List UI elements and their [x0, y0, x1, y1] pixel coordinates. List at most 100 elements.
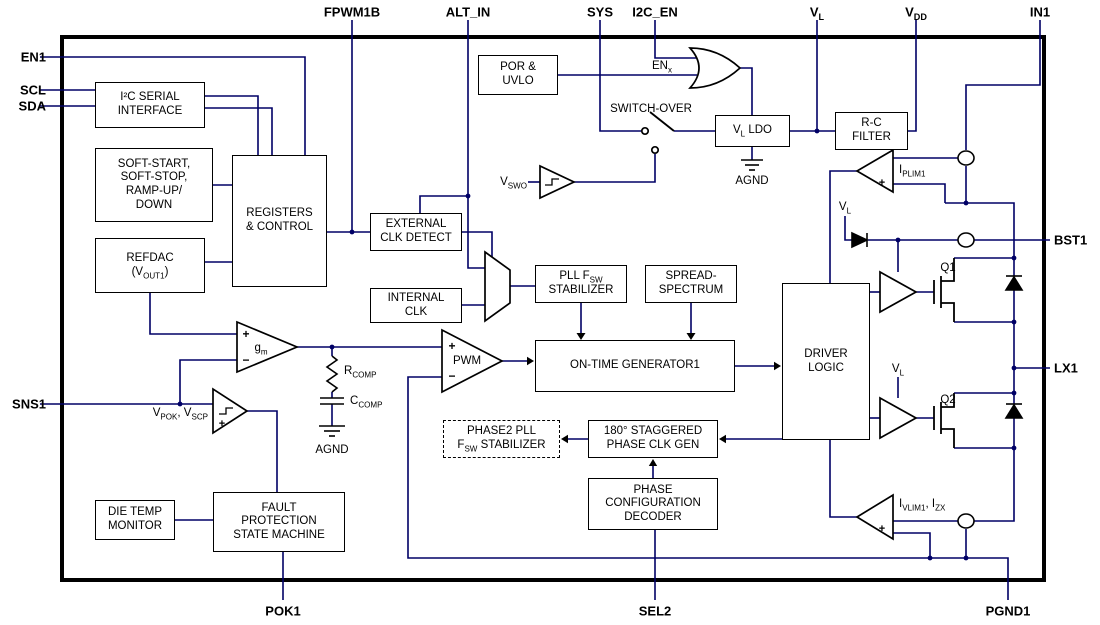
- wire-layer: [40, 20, 1050, 600]
- switch-over-switch: [640, 111, 675, 155]
- block-refdac: REFDAC(VOUT1): [95, 238, 205, 293]
- block-spread-label: SPREAD- SPECTRUM: [658, 270, 724, 296]
- body-diode-q2: [1004, 403, 1024, 419]
- pin-label-pgnd1: PGND1: [985, 603, 1031, 619]
- block-por-uvlo: POR & UVLO: [478, 55, 558, 95]
- pin-label-alt-in: ALT_IN: [445, 4, 491, 20]
- block-registers-label: REGISTERS & CONTROL: [245, 207, 314, 233]
- schmitt-trigger-glyphs: [219, 178, 559, 415]
- label-vl-bst: VL: [838, 201, 852, 216]
- block-por-label: POR & UVLO: [500, 61, 536, 87]
- pin-label-sel2: SEL2: [638, 603, 672, 619]
- pin-label-pok1: POK1: [265, 603, 301, 619]
- pin-label-lx1: LX1: [1054, 360, 1078, 376]
- label-vpok-vscp: VPOK, VSCP: [152, 407, 208, 422]
- block-stagger-label: 180° STAGGERED PHASE CLK GEN: [603, 425, 703, 451]
- pin-label-vl: VL: [809, 4, 825, 23]
- label-agnd-ldo: AGND: [735, 175, 769, 187]
- body-diode-q1: [1004, 275, 1024, 291]
- pwm-comparator-symbol: [441, 328, 504, 394]
- block-refdac-label: REFDAC(VOUT1): [126, 251, 174, 280]
- block-decoder-label: PHASE CONFIGURATION DECODER: [605, 483, 701, 523]
- mosfet-q2-symbol: [933, 393, 955, 448]
- iplim-comparator-symbol: [855, 148, 894, 194]
- label-iplim1: IPLIM1: [899, 164, 926, 179]
- label-gm: gm: [254, 342, 268, 357]
- pin-label-bst1: BST1: [1054, 232, 1088, 248]
- gm-plus-mark: +: [242, 327, 250, 341]
- vpok-plus-mark: +: [218, 418, 226, 430]
- vpok-vscp-comparator-symbol: [212, 387, 249, 435]
- clock-mux-symbol: [484, 250, 511, 323]
- label-rcomp: RCOMP: [344, 365, 377, 380]
- ivlim-plus-mark: +: [878, 523, 886, 535]
- block-on-time-label: ON-TIME GENERATOR1: [570, 359, 700, 372]
- block-on-time-generator1: ON-TIME GENERATOR1: [535, 340, 735, 392]
- label-q2: Q2: [940, 394, 956, 406]
- pwm-minus-mark: −: [448, 369, 456, 383]
- pin-label-i2c-en: I2C_EN: [632, 4, 678, 20]
- block-vl-ldo-label: VL LDO: [733, 124, 772, 139]
- pin-label-sys: SYS: [586, 4, 614, 20]
- ivlim-izx-comparator-symbol: [855, 493, 894, 541]
- pin-label-vdd: VDD: [905, 4, 927, 23]
- gm-amplifier-symbol: [236, 320, 300, 374]
- block-external-clk-detect: EXTERNAL CLK DETECT: [370, 213, 462, 251]
- pin-label-fpwm1b: FPWM1B: [323, 4, 381, 20]
- junction-dots: [177, 128, 1017, 561]
- block-driver-logic: DRIVER LOGIC: [782, 283, 870, 440]
- block-registers-control: REGISTERS & CONTROL: [232, 155, 327, 287]
- bst-diode-symbol: [851, 231, 869, 249]
- block-spread-spectrum: SPREAD- SPECTRUM: [645, 265, 737, 303]
- block-rc-filter: R-C FILTER: [835, 112, 908, 150]
- label-pwm: PWM: [452, 355, 482, 367]
- pin-circle-bst1: [957, 232, 975, 248]
- iplim-plus-mark: +: [878, 177, 886, 189]
- label-vswo: VSWO: [500, 176, 527, 191]
- block-soft-start: SOFT-START, SOFT-STOP, RAMP-UP/ DOWN: [95, 148, 213, 222]
- block-internal-clk: INTERNAL CLK: [370, 288, 462, 323]
- capacitor-ccomp-symbol: [320, 397, 344, 405]
- block-vl-ldo: VL LDO: [715, 115, 790, 147]
- block-driver-label: DRIVER LOGIC: [804, 347, 848, 374]
- pin-label-in1: IN1: [1029, 4, 1051, 20]
- block-phase-configuration-decoder: PHASE CONFIGURATION DECODER: [588, 478, 718, 530]
- label-enx: ENx: [651, 60, 673, 75]
- pin-label-sda: SDA: [18, 98, 46, 114]
- ground-symbol-ldo: [741, 159, 763, 171]
- label-ccomp: CCOMP: [350, 395, 383, 410]
- label-agnd-comp: AGND: [315, 444, 349, 456]
- block-ext-clk-label: EXTERNAL CLK DETECT: [380, 218, 452, 244]
- gate-driver2-symbol: [879, 396, 918, 440]
- label-q1: Q1: [940, 262, 956, 274]
- label-ivlim1-izx: IVLIM1, IZX: [899, 498, 946, 513]
- block-fault-protection-state-machine: FAULT PROTECTION STATE MACHINE: [213, 492, 345, 552]
- pin-label-sns1: SNS1: [12, 396, 46, 412]
- resistor-rcomp-symbol: [325, 355, 339, 393]
- mosfet-q1-symbol: [933, 258, 955, 322]
- ground-symbol-comp: [319, 425, 345, 437]
- pin-circle-in1: [957, 150, 975, 166]
- label-switch-over: SWITCH-OVER: [610, 103, 692, 115]
- block-die-temp-monitor: DIE TEMP MONITOR: [95, 500, 175, 540]
- block-rc-filter-label: R-C FILTER: [852, 117, 891, 143]
- gm-minus-mark: −: [242, 353, 250, 367]
- block-staggered-phase-clk-gen: 180° STAGGERED PHASE CLK GEN: [588, 420, 718, 458]
- pwm-plus-mark: +: [448, 339, 456, 353]
- block-int-clk-label: INTERNAL CLK: [387, 291, 445, 318]
- block-fault-label: FAULT PROTECTION STATE MACHINE: [233, 501, 325, 541]
- block-soft-start-label: SOFT-START, SOFT-STOP, RAMP-UP/ DOWN: [117, 157, 191, 211]
- chip-boundary: [60, 35, 1046, 582]
- pin-label-en1: EN1: [20, 49, 46, 65]
- vswo-comparator-symbol: [539, 164, 576, 200]
- block-i2c-label: I²C SERIAL INTERFACE: [117, 91, 183, 117]
- block-die-temp-label: DIE TEMP MONITOR: [107, 506, 163, 532]
- or-gate-symbol: [688, 47, 742, 89]
- arrowheads: [527, 333, 781, 466]
- pin-circle-pgnd1: [957, 513, 975, 529]
